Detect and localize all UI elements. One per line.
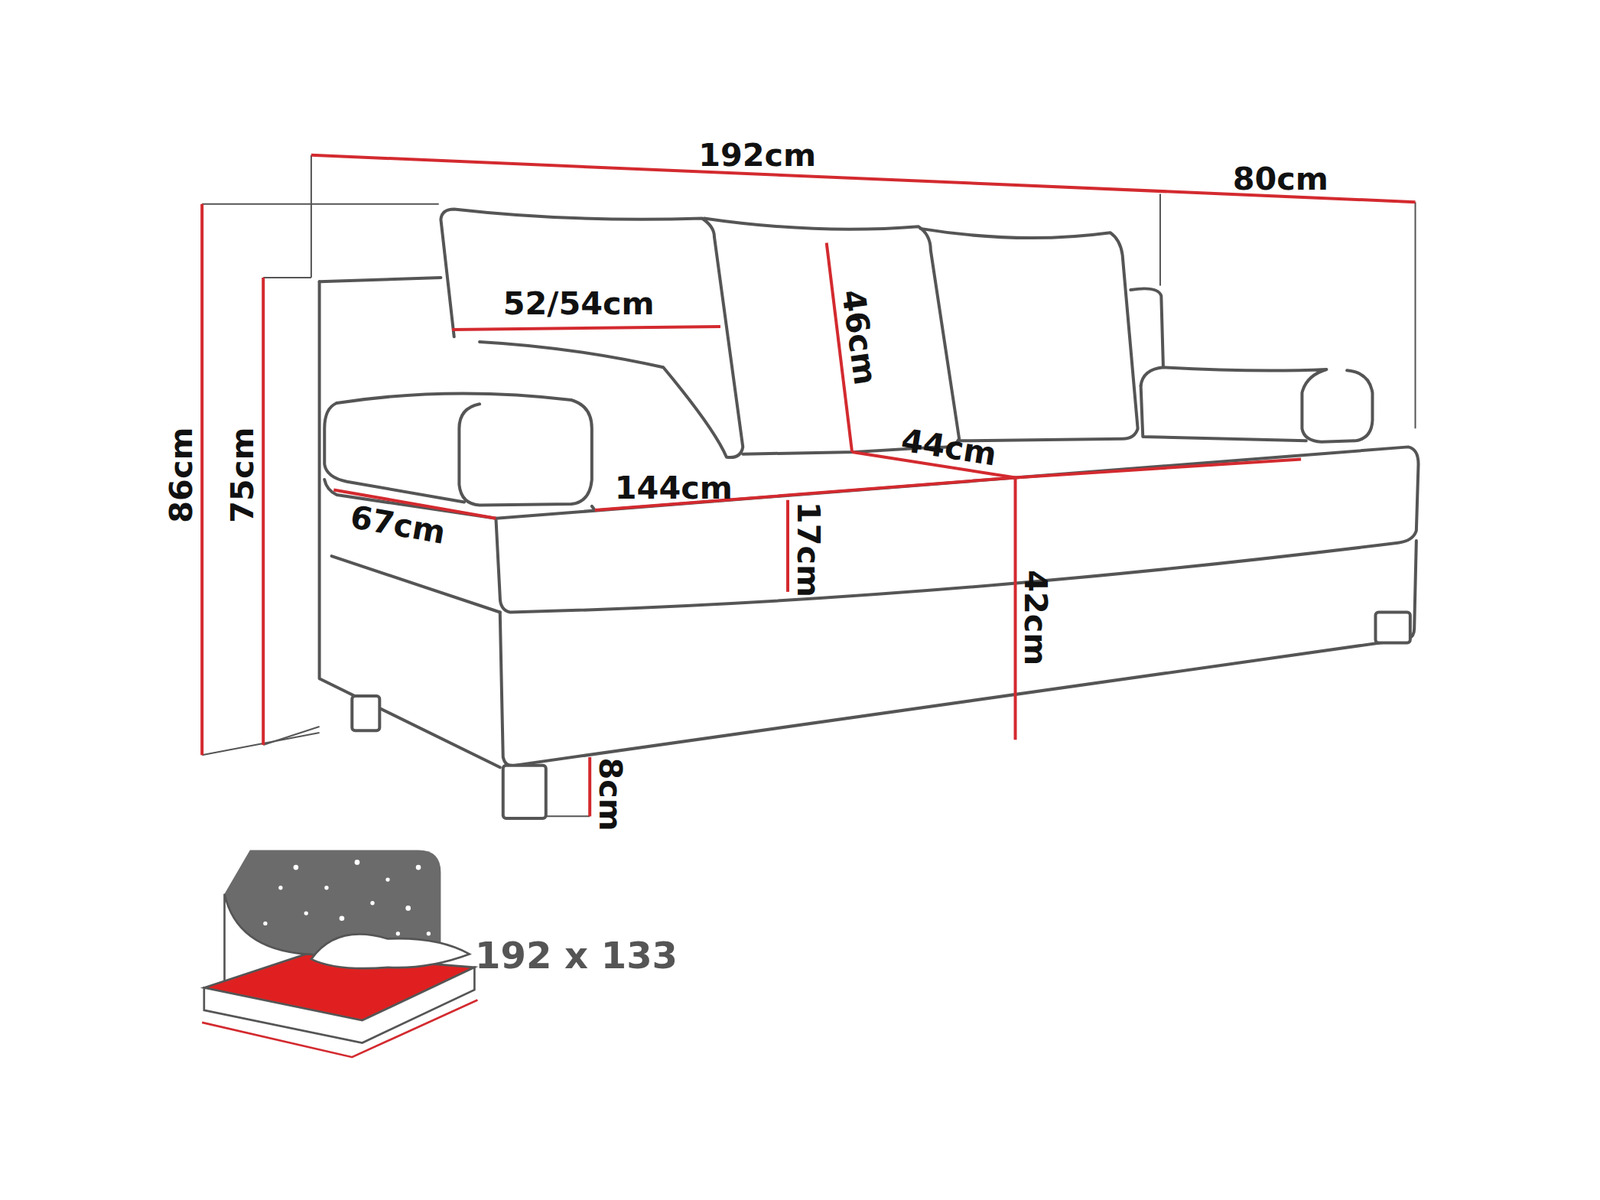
dimension-label: 192cm	[695, 138, 820, 173]
dimension-label: 86cm	[164, 423, 199, 526]
back-frame	[1130, 288, 1164, 368]
bolster	[1141, 367, 1373, 442]
dimension-line	[1014, 477, 1018, 740]
extension-line	[1159, 193, 1161, 286]
legs	[351, 612, 1411, 820]
dimension-lines	[201, 155, 1415, 817]
dimension-label: 17cm	[791, 497, 826, 600]
extension-line	[263, 726, 319, 745]
bolster	[1141, 385, 1307, 441]
dimension-line	[311, 155, 1416, 202]
dimension-label: 75cm	[225, 423, 260, 526]
dimension-label: 42cm	[1018, 566, 1053, 669]
dimension-line	[588, 757, 592, 817]
dimension-line	[452, 326, 721, 330]
extension-line	[201, 203, 440, 205]
pillow	[311, 933, 470, 969]
dimension-label: 67cm	[344, 499, 452, 550]
dimension-label: 44cm	[895, 422, 1002, 472]
bed-icon	[201, 849, 478, 1057]
back-cushion	[704, 218, 960, 455]
extension-lines	[201, 155, 1415, 817]
arm-base	[331, 556, 501, 612]
extension-line	[310, 155, 313, 278]
bolster	[324, 403, 465, 502]
extension-line	[263, 276, 312, 279]
bed-size-label: 192 x 133	[471, 936, 681, 976]
leg	[1375, 612, 1410, 644]
bolster	[336, 393, 592, 506]
leg	[503, 765, 547, 819]
sofa-outline	[319, 209, 1419, 768]
leg	[351, 695, 380, 731]
seat-cushion	[495, 446, 1418, 612]
dimension-label: 46cm	[835, 283, 883, 390]
dimension-line	[261, 277, 265, 745]
dimension-line	[786, 500, 790, 592]
sofa-base	[500, 540, 1417, 766]
dimension-label: 8cm	[593, 754, 628, 834]
dimension-line	[200, 204, 204, 755]
dimension-line	[595, 458, 1301, 511]
dimension-label: 52/54cm	[500, 286, 658, 320]
back-frame	[319, 277, 442, 282]
dimension-label: 144cm	[611, 471, 736, 505]
extension-line	[546, 815, 590, 817]
bed-dimension	[201, 1000, 478, 1058]
dimension-label: 80cm	[1229, 161, 1332, 196]
back-cushion	[920, 228, 1138, 442]
extension-line	[201, 732, 319, 755]
seat-edge	[591, 506, 596, 511]
arm-side	[319, 281, 501, 768]
extension-line	[1414, 201, 1417, 429]
